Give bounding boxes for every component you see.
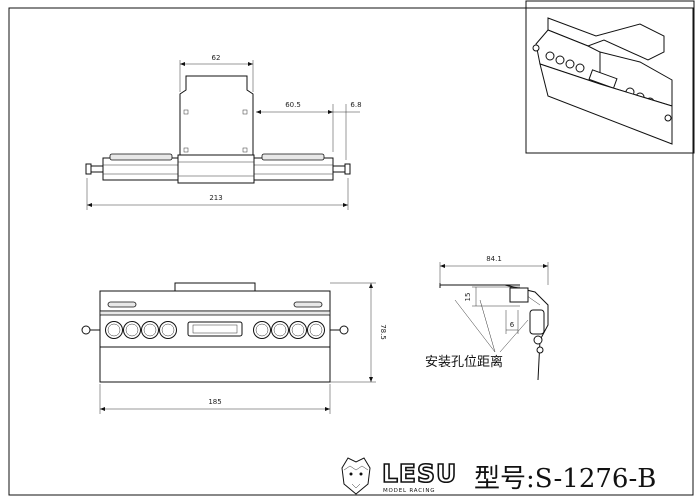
front-view-skid-plate [99, 346, 331, 383]
dim-front-height: 78.5 [379, 324, 387, 340]
dim-side-depth: 84.1 [486, 255, 502, 263]
dim-total-width: 213 [209, 194, 222, 202]
dim-center-width: 62 [212, 54, 221, 62]
dim-front-width: 185 [208, 398, 221, 406]
brand-subtitle: MODEL RACING [383, 488, 435, 494]
mounting-hole-note: 安装孔位距离 [425, 354, 503, 370]
side-view: 84.1 15 6 安装孔位距离 [425, 255, 549, 381]
dim-bracket: 6.8 [350, 101, 361, 109]
front-view: 185 78.5 [81, 282, 387, 414]
brand-logo: LESU [382, 459, 457, 488]
title-block: LESU MODEL RACING 型号:S-1276-B [341, 457, 656, 495]
dim-overhang: 60.5 [285, 101, 301, 109]
inset-skid-plate [539, 63, 673, 145]
top-view-bracket-plate [179, 75, 254, 159]
dim-side-drop: 15 [464, 293, 472, 302]
isometric-inset [525, 0, 695, 154]
drawing-frame [8, 7, 694, 496]
top-view-center-block [177, 154, 255, 184]
model-number: 型号:S-1276-B [474, 464, 656, 494]
top-view: 62 60.5 6.8 213 [85, 54, 362, 210]
lion-logo-icon [341, 457, 371, 495]
dim-side-offset: 6 [510, 321, 515, 329]
